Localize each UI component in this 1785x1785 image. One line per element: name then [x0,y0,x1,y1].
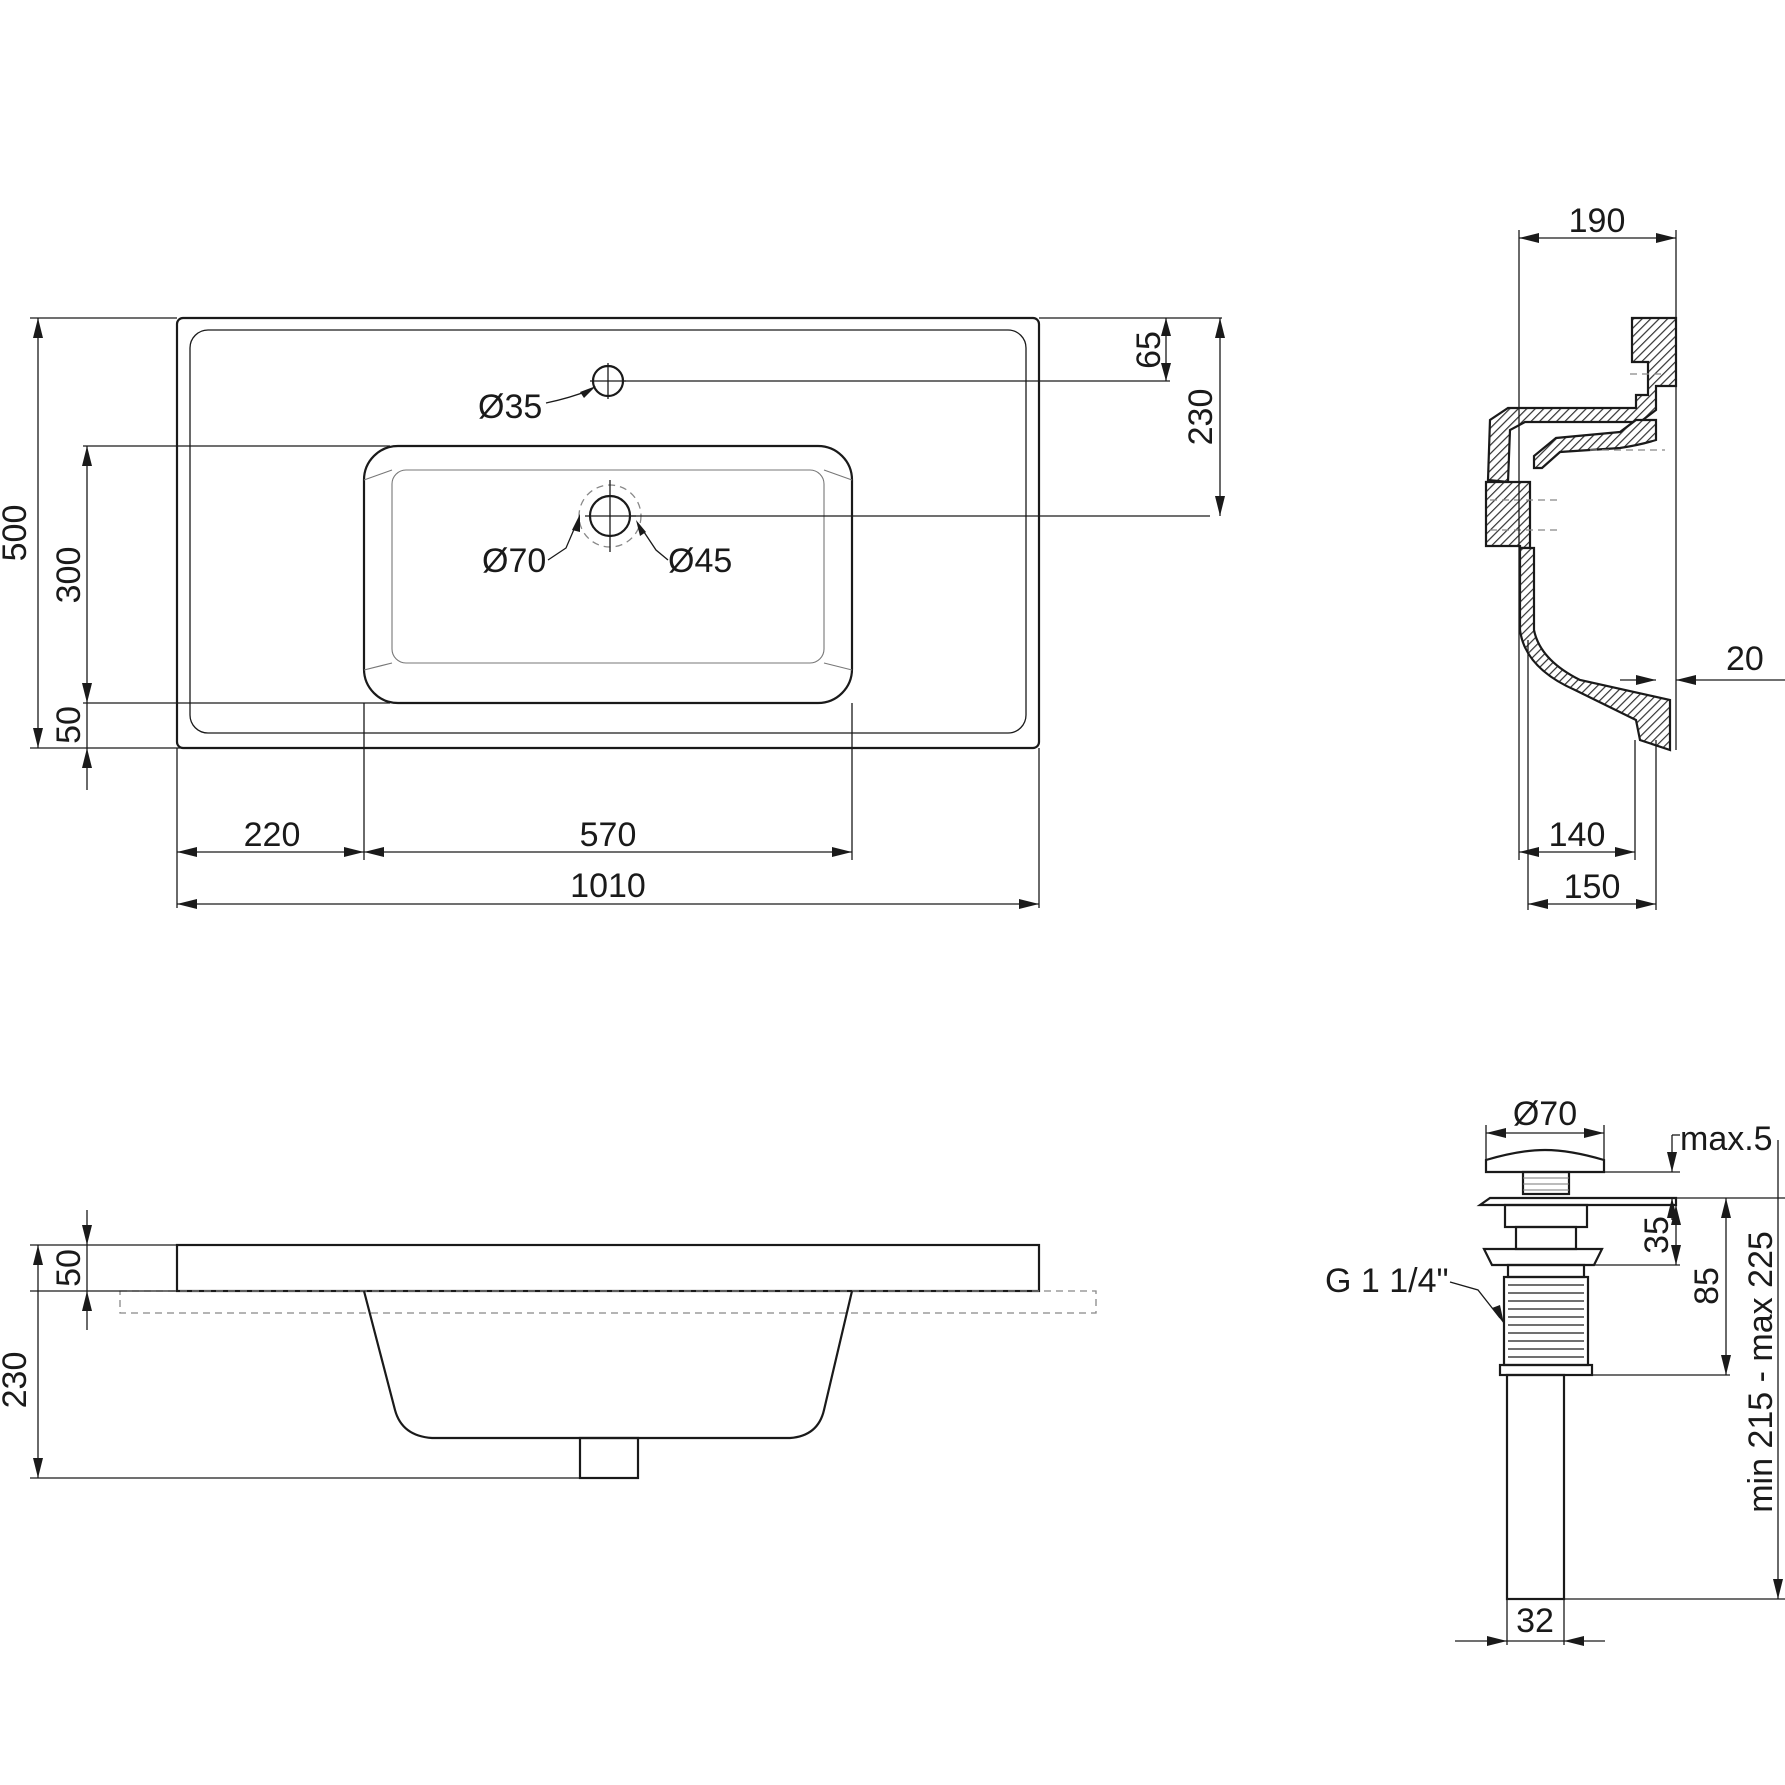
drain-stub [578,1436,640,1480]
vanity-top-dashed [119,1290,1097,1314]
label-drain-inner-45: Ø45 [668,542,732,580]
label-tap-hole-35: Ø35 [478,388,542,426]
basin-front-rim [175,1243,1041,1293]
top-view: 500 300 50 65 230 220 570 1010 [0,316,1225,909]
bowl-outline [362,444,854,705]
drain-valve-view: Ø70 max.5 35 85 min 215 - max 225 32 G 1… [1325,1095,1785,1646]
side-section-view: 190 20 140 150 [1484,202,1785,910]
label-drain-outer-70: Ø70 [482,542,546,580]
dim-total-length: min 215 - max 225 [1742,1231,1780,1513]
basin-outline [175,316,1041,750]
dim-cap-diameter-70: Ø70 [1513,1095,1577,1133]
dim-bottom-outer-150: 150 [1564,868,1621,906]
dim-wall-20: 20 [1726,640,1764,678]
dim-front-rim-50: 50 [50,706,88,744]
dim-height-500: 500 [0,505,34,562]
valve-thread [1502,1275,1590,1367]
tap-hole [590,363,626,399]
dim-left-offset-220: 220 [244,816,301,854]
dim-tap-offset-65: 65 [1130,331,1168,369]
valve-cap [1484,1148,1606,1174]
dim-pipe-32: 32 [1516,1602,1554,1640]
bowl-bottom [391,469,825,664]
dim-bowl-width-570: 570 [580,816,637,854]
dim-drain-offset-230: 230 [1182,389,1220,446]
dim-thread-85: 85 [1688,1267,1726,1305]
front-view: 50 230 [0,1210,1097,1480]
dim-top-width-190: 190 [1569,202,1626,240]
dim-bowl-depth-300: 300 [50,547,88,604]
dim-width-1010: 1010 [570,867,646,905]
dim-flange-35: 35 [1638,1216,1676,1254]
dim-front-rim-50: 50 [50,1249,88,1287]
valve-pipe [1505,1373,1566,1601]
section-profile [1486,316,1678,484]
label-thread-g114: G 1 1/4" [1325,1262,1449,1300]
dim-cap-lift-max5: max.5 [1680,1120,1773,1158]
basin-inner-rim [189,329,1027,734]
dim-bottom-inner-140: 140 [1549,816,1606,854]
dim-front-depth-230: 230 [0,1352,34,1409]
